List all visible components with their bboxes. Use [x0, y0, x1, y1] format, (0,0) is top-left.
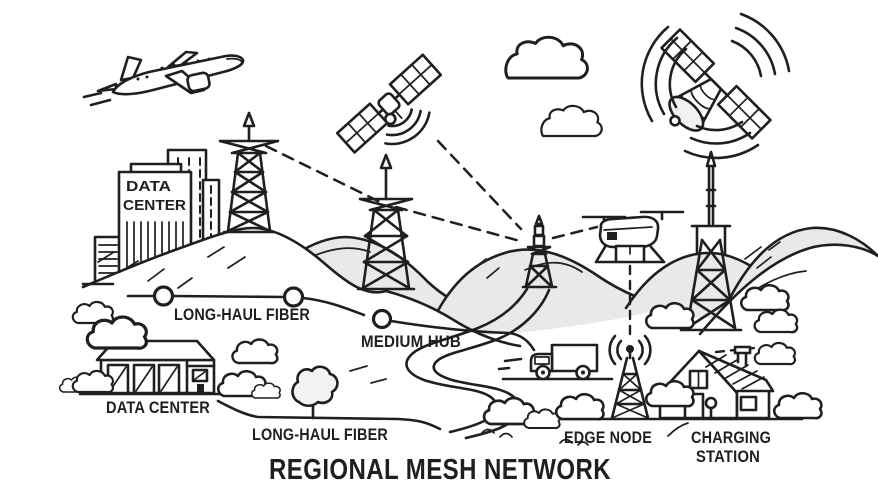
link-relay-to-drone	[551, 225, 599, 240]
link-satellite-to-relay	[436, 139, 523, 231]
delivery-drone-icon	[581, 210, 685, 336]
fiber-node-icon	[152, 285, 175, 307]
charging-station-label-line2: STATION	[696, 447, 760, 466]
radio-tower-medium	[356, 153, 416, 291]
fiber-node-icon	[371, 308, 393, 330]
speed-dashes	[497, 357, 523, 371]
link-hub-to-relay	[394, 205, 522, 243]
charging-station-label-line1: CHARGING	[691, 428, 771, 447]
link-tower-to-hub	[264, 144, 382, 204]
mesh-links	[264, 139, 599, 243]
fiber-node-icon	[282, 286, 305, 308]
signal-waves-icon	[384, 108, 431, 146]
edge-node-label: EDGE NODE	[564, 428, 652, 447]
signal-waves-icon	[640, 12, 791, 160]
radio-tower-large	[218, 111, 280, 234]
bush-icon	[58, 282, 823, 446]
grass-squiggles	[481, 428, 589, 446]
page-title: REGIONAL MESH NETWORK	[269, 454, 611, 486]
ground-stroke	[667, 422, 689, 437]
truck-icon	[497, 343, 614, 381]
fiber-route-lower: LONG-HAUL FIBER	[216, 399, 442, 444]
signal-waves-icon	[608, 334, 652, 366]
relay-tower-small	[521, 214, 558, 289]
satellite-icon	[335, 53, 443, 154]
city-building-label-line2: CENTER	[123, 197, 186, 214]
warehouse-data-center-label: DATA CENTER	[106, 398, 210, 417]
hatch-marks	[97, 241, 781, 384]
tree-icon	[291, 365, 339, 420]
fiber-route-upper: LONG-HAUL FIBER MEDIUM HUB	[126, 285, 536, 352]
medium-hub-label: MEDIUM HUB	[361, 332, 461, 351]
dish-satellite-icon	[640, 12, 791, 160]
cloud-icon	[504, 35, 603, 138]
airplane-icon	[82, 50, 245, 107]
long-haul-fiber-lower-label: LONG-HAUL FIBER	[252, 425, 388, 444]
city-building-label-line1: DATA	[126, 178, 171, 195]
long-haul-fiber-upper-label: LONG-HAUL FIBER	[174, 305, 310, 324]
speed-dashes	[82, 91, 112, 107]
